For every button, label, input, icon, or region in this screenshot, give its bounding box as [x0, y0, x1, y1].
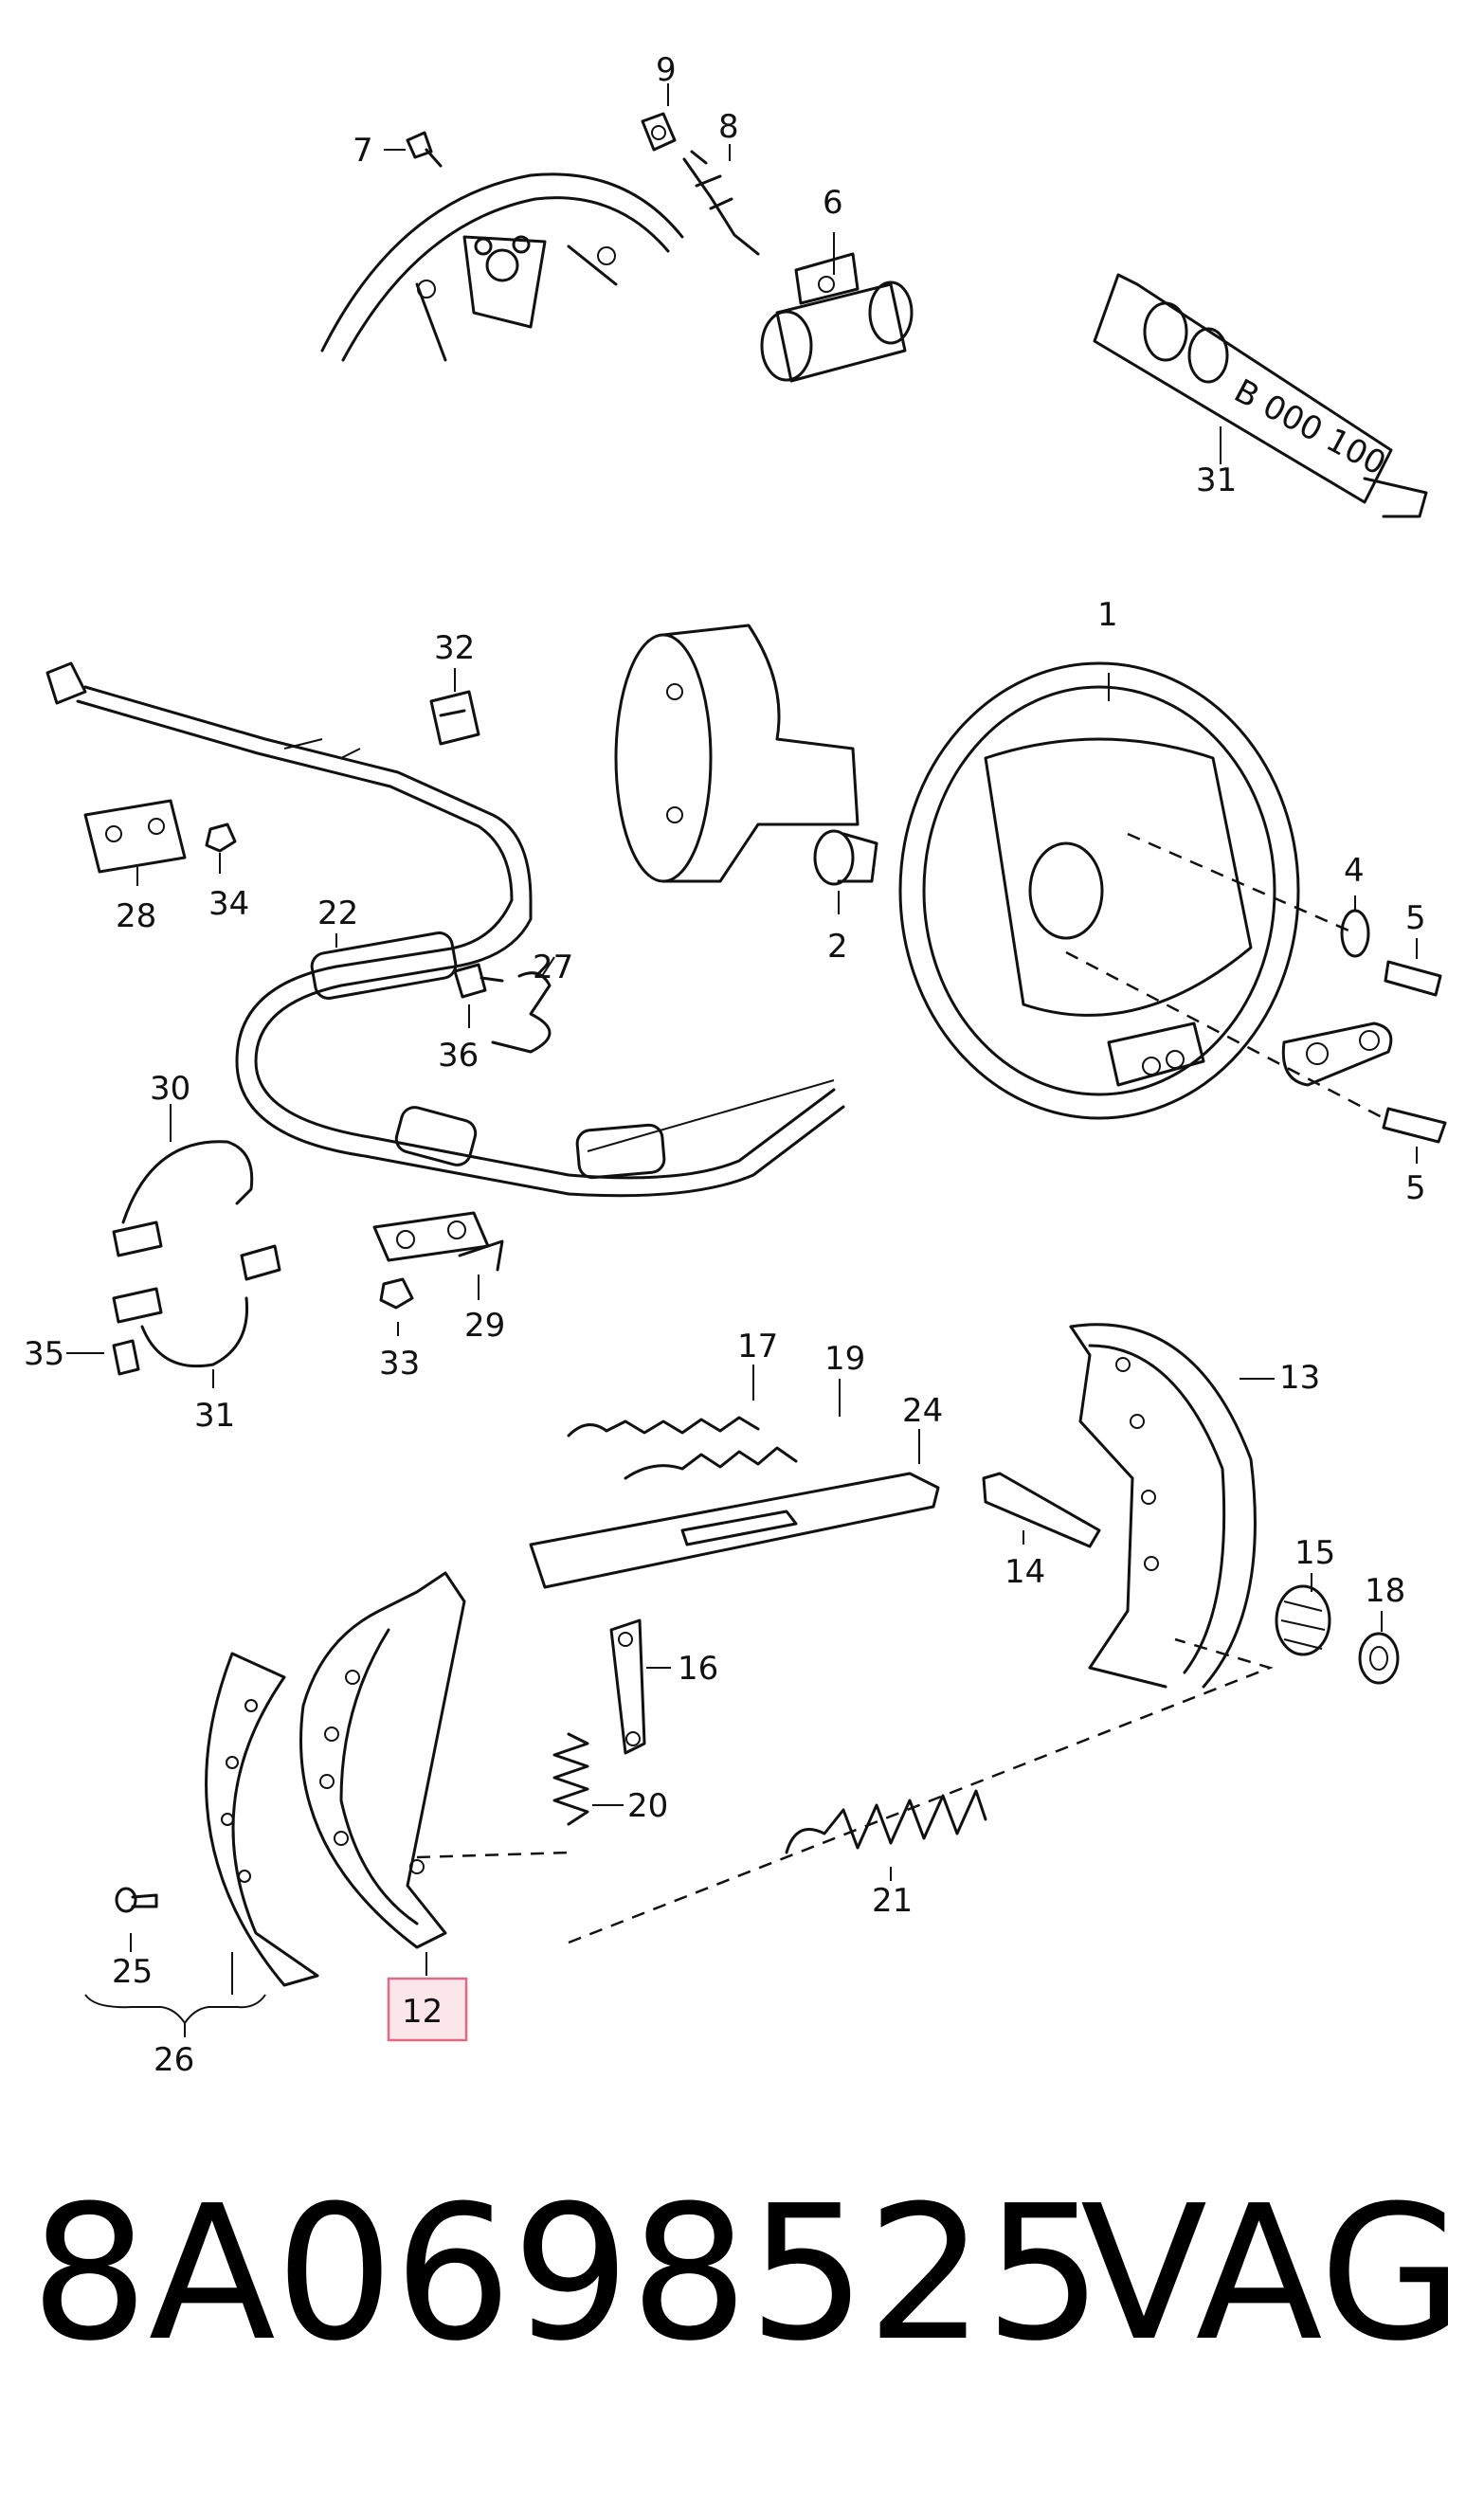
label-25: 25 [112, 1953, 153, 1991]
label-31-clamp: 31 [194, 1397, 235, 1435]
bleeder-screw-8 [682, 150, 760, 256]
label-22: 22 [317, 895, 358, 932]
brake-drum-partial [320, 172, 684, 362]
label-14: 14 [1004, 1553, 1045, 1591]
label-5-upper: 5 [1405, 899, 1426, 937]
label-30: 30 [150, 1070, 190, 1108]
label-35: 35 [24, 1335, 64, 1373]
wheel-hub [614, 624, 860, 883]
spring-21 [785, 1789, 987, 1854]
bracket-26 [84, 1994, 266, 2025]
cap-18 [1358, 1632, 1400, 1685]
label-15: 15 [1294, 1534, 1335, 1572]
label-19: 19 [824, 1340, 865, 1378]
label-13: 13 [1279, 1359, 1320, 1397]
tube-text: B 000 100 [1228, 372, 1392, 483]
label-6: 6 [823, 184, 843, 222]
brake-parts-diagram: B 000 100 [24, 51, 1447, 2079]
label-27: 27 [533, 949, 573, 986]
mounting-bracket [1281, 1021, 1393, 1087]
washer-4 [1340, 909, 1370, 958]
label-36: 36 [438, 1037, 479, 1075]
label-26: 26 [154, 2041, 194, 2079]
pin-guide-line [416, 1851, 570, 1859]
label-20: 20 [627, 1787, 668, 1825]
label-24: 24 [902, 1392, 943, 1430]
label-5-lower: 5 [1405, 1169, 1426, 1207]
label-4: 4 [1344, 852, 1365, 890]
clamp-30 [112, 1140, 281, 1368]
label-9: 9 [656, 51, 677, 89]
bracket-28 [83, 799, 187, 874]
spring-15 [1275, 1584, 1331, 1656]
brand-name: VAG [1080, 2166, 1464, 2382]
label-12: 12 [402, 1993, 443, 2031]
label-34: 34 [208, 885, 249, 923]
label-33: 33 [379, 1345, 420, 1383]
leader-lines [66, 83, 1418, 2037]
bolt-7 [406, 131, 443, 168]
strut-24 [529, 1472, 940, 1589]
pin-14 [982, 1472, 1101, 1548]
grease-tube-31: B 000 100 [1093, 273, 1428, 518]
label-17: 17 [737, 1328, 778, 1365]
clip-32 [429, 690, 480, 746]
label-8: 8 [718, 108, 739, 146]
spring-clip-27 [491, 971, 552, 1054]
spring-17 [567, 1416, 760, 1437]
label-31-tube: 31 [1196, 461, 1237, 499]
bracket-29 [372, 1211, 504, 1272]
wheel-cylinder-6 [760, 252, 914, 383]
brake-lining-26 [205, 1652, 319, 1987]
bolt-5-upper [1384, 960, 1442, 997]
backing-plate-1 [898, 661, 1300, 1120]
callout-labels: 7 9 8 6 31 1 2 4 5 5 32 28 34 22 27 36 3… [24, 51, 1426, 2079]
bleeder-cap-9 [641, 112, 677, 152]
footer: 8A0698525 VAG [0, 2151, 1484, 2511]
label-18: 18 [1365, 1572, 1405, 1610]
label-7: 7 [353, 132, 373, 170]
label-1: 1 [1097, 596, 1118, 634]
parking-brake-cable-22 [45, 661, 845, 1198]
axis-line-lower [1065, 950, 1384, 1120]
label-21: 21 [872, 1882, 913, 1920]
spring-20 [552, 1732, 589, 1826]
brake-shoe-12 [299, 1571, 466, 1949]
highlight-part-12[interactable]: 12 [387, 1977, 468, 2042]
rivet-25 [115, 1887, 158, 1913]
bolt-35 [112, 1339, 140, 1376]
part-number: 8A0698525 [30, 2166, 1103, 2382]
label-32: 32 [434, 629, 475, 667]
bolt-5-lower [1382, 1107, 1447, 1144]
spring-guide-line [568, 1637, 1274, 1944]
label-2: 2 [827, 928, 848, 966]
lever-16 [609, 1618, 646, 1755]
brake-shoe-13 [1069, 1323, 1257, 1689]
nut-34 [205, 823, 237, 853]
label-29: 29 [464, 1307, 505, 1345]
label-16: 16 [678, 1650, 718, 1688]
axis-line-upper [1127, 832, 1356, 935]
bearing-2 [813, 829, 878, 886]
nut-33 [379, 1277, 414, 1310]
bolt-36 [453, 963, 504, 999]
label-28: 28 [116, 897, 156, 935]
spring-19 [624, 1446, 798, 1480]
